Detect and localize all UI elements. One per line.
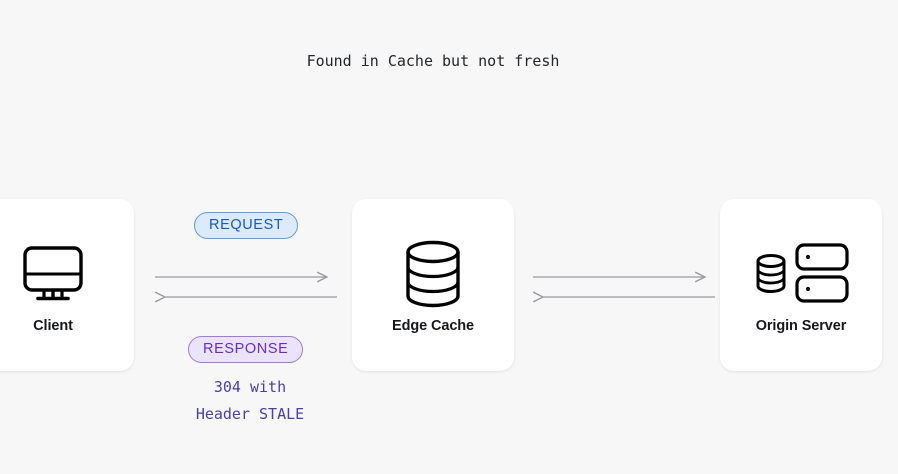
database-cylinder-icon	[402, 236, 464, 312]
badge-request[interactable]: REQUEST	[194, 212, 299, 239]
badge-response[interactable]: RESPONSE	[188, 336, 304, 363]
cache-status-note: Found in Cache but not fresh	[306, 52, 560, 70]
node-label-edge-cache: Edge Cache	[392, 318, 474, 334]
server-rack-icon	[753, 236, 849, 312]
node-label-origin-server: Origin Server	[755, 318, 847, 334]
node-label-client: Client	[33, 318, 73, 334]
desktop-monitor-icon	[21, 236, 85, 312]
node-edge-cache[interactable]: Edge Cache	[352, 199, 514, 371]
node-client[interactable]: Client	[0, 199, 134, 371]
response-detail-text: 304 with Header STALE	[195, 378, 305, 423]
connector-group-client-edge	[155, 268, 337, 308]
dashed-connector-note-to-edge	[432, 86, 434, 200]
node-origin-server[interactable]: Origin Server	[720, 199, 882, 371]
connector-group-edge-origin	[533, 268, 715, 308]
